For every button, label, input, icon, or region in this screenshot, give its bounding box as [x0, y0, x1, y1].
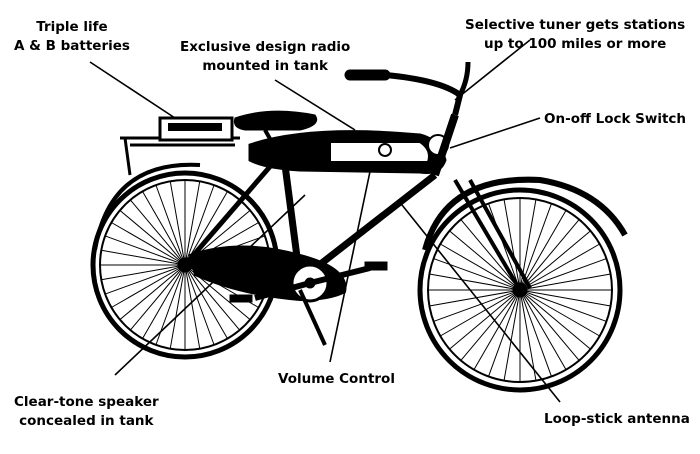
spoke	[184, 264, 228, 339]
label-batteries-line1: Triple life	[36, 19, 108, 35]
label-radio-line2: mounted in tank	[202, 58, 328, 74]
spoke	[519, 289, 552, 377]
spoke	[519, 210, 567, 291]
spoke	[519, 243, 600, 291]
leader-radio	[274, 79, 356, 131]
spoke	[519, 289, 607, 322]
spoke	[519, 289, 611, 307]
leader-lock-switch	[449, 117, 541, 149]
leader-batteries	[89, 61, 176, 119]
seat-stay	[183, 153, 282, 267]
spoke	[169, 264, 186, 349]
spoke	[429, 273, 521, 291]
label-tuner-line1: Selective tuner gets stations	[465, 17, 686, 33]
spoke	[111, 222, 186, 266]
spoke	[503, 199, 521, 291]
spoke	[519, 273, 611, 291]
spoke	[129, 199, 186, 266]
spoke	[519, 289, 600, 337]
spoke	[169, 181, 186, 266]
spoke	[184, 184, 215, 266]
spoke	[460, 219, 521, 291]
spoke	[119, 264, 186, 321]
spoke	[449, 289, 521, 350]
spoke	[155, 184, 186, 266]
spoke	[184, 264, 201, 349]
spoke	[129, 264, 186, 331]
label-tuner-line2: up to 100 miles or more	[483, 36, 667, 52]
pedal	[364, 261, 388, 271]
label-radio-line1: Exclusive design radio	[180, 39, 351, 55]
head-tube	[431, 113, 459, 177]
label-tuner: Selective tuner gets stations up to 100 …	[465, 16, 685, 54]
spoke	[440, 243, 521, 291]
label-volume-line1: Volume Control	[278, 371, 395, 387]
spoke	[101, 264, 186, 281]
spoke	[519, 230, 591, 291]
spoke	[519, 219, 580, 291]
leader-antenna	[397, 199, 561, 403]
callout-leaders	[89, 39, 561, 403]
spoke	[142, 191, 186, 266]
spoke	[449, 230, 521, 291]
label-batteries-line2: A & B batteries	[14, 38, 130, 54]
handlebar	[384, 72, 464, 116]
rear-rack	[120, 136, 240, 176]
spoke	[142, 264, 186, 339]
label-speaker: Clear-tone speaker concealed in tank	[14, 393, 159, 431]
seat	[234, 110, 318, 131]
label-antenna-line1: Loop-stick antenna	[544, 411, 690, 427]
spoke	[184, 264, 241, 331]
spoke	[104, 264, 186, 295]
spoke	[519, 289, 537, 381]
spoke	[184, 264, 215, 346]
leader-volume	[329, 161, 373, 363]
spoke	[433, 258, 521, 291]
kickstand	[298, 289, 327, 346]
spoke	[488, 203, 521, 291]
label-volume: Volume Control	[278, 370, 395, 389]
spoke	[503, 289, 521, 381]
spoke	[101, 249, 186, 266]
rear-fender	[93, 162, 201, 251]
spoke	[519, 289, 591, 350]
crank-arm	[309, 265, 371, 286]
spoke	[519, 289, 567, 370]
spoke	[433, 289, 521, 322]
spoke	[519, 258, 607, 291]
spoke	[440, 289, 521, 337]
leader-tuner	[454, 39, 531, 101]
label-speaker-line1: Clear-tone speaker	[14, 394, 159, 410]
label-batteries: Triple life A & B batteries	[14, 18, 130, 56]
spoke	[473, 289, 521, 370]
spoke	[111, 264, 186, 308]
spoke	[184, 181, 201, 266]
front-wheel	[417, 187, 623, 393]
label-radio: Exclusive design radio mounted in tank	[180, 38, 350, 76]
front-fender	[422, 176, 628, 251]
fork	[453, 178, 532, 292]
spoke	[519, 289, 580, 361]
label-lock-switch-line1: On-off Lock Switch	[544, 111, 687, 127]
volume-knob	[378, 143, 392, 157]
spoke	[184, 191, 228, 266]
spoke	[429, 289, 521, 307]
spoke	[119, 209, 186, 266]
spoke	[460, 289, 521, 361]
label-lock-switch: On-off Lock Switch	[544, 110, 686, 129]
label-antenna: Loop-stick antenna	[544, 410, 690, 429]
label-speaker-line2: concealed in tank	[19, 413, 154, 429]
leader-speaker	[114, 194, 306, 376]
spoke	[104, 235, 186, 266]
